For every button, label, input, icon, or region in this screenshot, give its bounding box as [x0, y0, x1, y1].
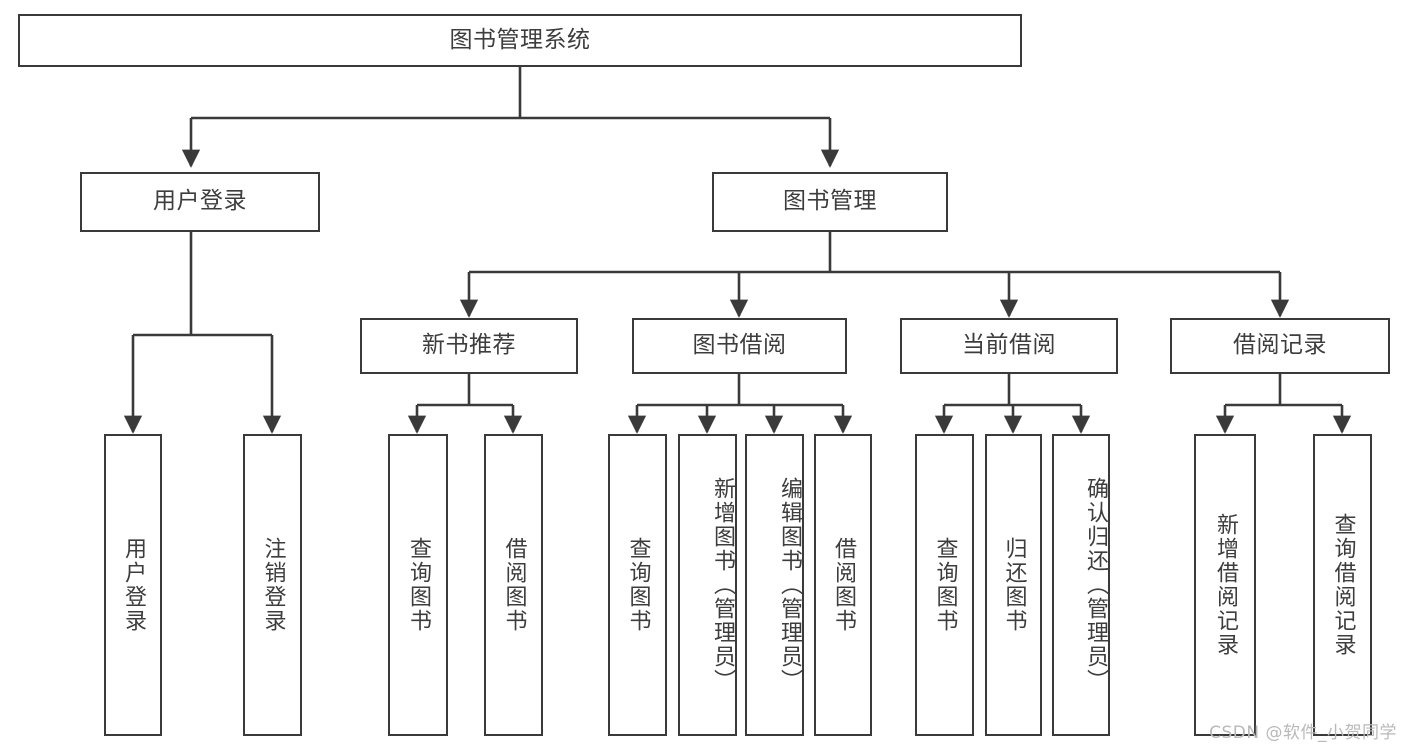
- leaf-add-borrow-record[interactable]: 新增借阅记录: [1194, 434, 1256, 736]
- leaf-borrow-book-borrow[interactable]: 借阅图书: [814, 434, 872, 736]
- leaf-borrow-book-newbook[interactable]: 借阅图书: [484, 434, 543, 736]
- node-current-borrow[interactable]: 当前借阅: [900, 318, 1118, 374]
- leaf-query-book-borrow[interactable]: 查询图书: [608, 434, 667, 736]
- leaf-query-borrow-record[interactable]: 查询借阅记录: [1313, 434, 1372, 736]
- node-new-book-recommend[interactable]: 新书推荐: [360, 318, 578, 374]
- leaf-user-login[interactable]: 用户登录: [104, 434, 162, 736]
- leaf-add-book-admin[interactable]: 新增图书（管理员）: [678, 434, 737, 736]
- node-user-login[interactable]: 用户登录: [80, 172, 320, 232]
- node-book-borrow[interactable]: 图书借阅: [632, 318, 847, 374]
- node-borrow-record[interactable]: 借阅记录: [1170, 318, 1390, 374]
- node-book-management[interactable]: 图书管理: [712, 172, 948, 232]
- node-root[interactable]: 图书管理系统: [18, 14, 1022, 67]
- watermark-credit: CSDN @软件_小贺同学: [1209, 723, 1397, 743]
- leaf-query-book-newbook[interactable]: 查询图书: [388, 434, 448, 736]
- leaf-return-book[interactable]: 归还图书: [985, 434, 1042, 736]
- leaf-logout-login[interactable]: 注销登录: [243, 434, 302, 736]
- leaf-query-book-current[interactable]: 查询图书: [915, 434, 974, 736]
- leaf-edit-book-admin[interactable]: 编辑图书（管理员）: [745, 434, 804, 736]
- leaf-confirm-return-admin[interactable]: 确认归还（管理员）: [1052, 434, 1110, 736]
